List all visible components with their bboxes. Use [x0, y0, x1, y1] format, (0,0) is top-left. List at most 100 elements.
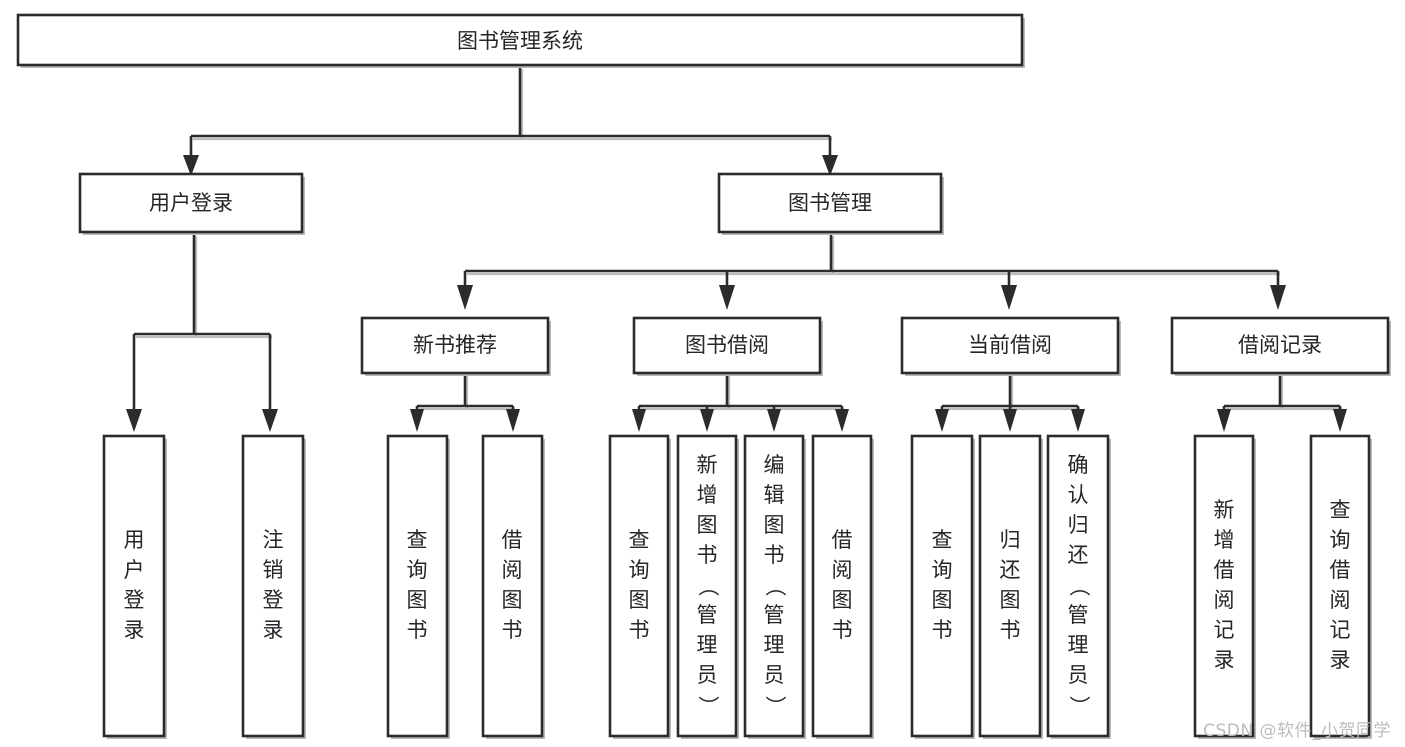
svg-text:录: 录 — [1214, 648, 1235, 672]
svg-text:图: 图 — [407, 588, 428, 612]
svg-text:图: 图 — [932, 588, 953, 612]
svg-text:借: 借 — [832, 528, 853, 552]
node-root[interactable]: 图书管理系统 — [16, 13, 1025, 68]
svg-text:书: 书 — [932, 618, 953, 642]
svg-text:登: 登 — [124, 588, 145, 612]
svg-text:（: （ — [1067, 576, 1091, 597]
svg-text:辑: 辑 — [764, 483, 785, 507]
svg-text:询: 询 — [629, 558, 650, 582]
svg-text:认: 认 — [1068, 483, 1089, 507]
svg-text:新: 新 — [697, 453, 718, 477]
connector-new-book-rec-to-leaves — [410, 373, 520, 432]
svg-text:书: 书 — [502, 618, 523, 642]
svg-text:增: 增 — [1214, 528, 1235, 552]
svg-text:还: 还 — [1068, 543, 1089, 567]
svg-text:阅: 阅 — [1330, 588, 1351, 612]
svg-text:登: 登 — [263, 588, 284, 612]
svg-text:阅: 阅 — [832, 558, 853, 582]
svg-text:查: 查 — [629, 528, 650, 552]
svg-text:确: 确 — [1068, 453, 1089, 477]
svg-text:图: 图 — [1000, 588, 1021, 612]
svg-text:书: 书 — [764, 543, 785, 567]
node-borrow-record-label: 借阅记录 — [1238, 333, 1322, 357]
node-user-login-label: 用户登录 — [149, 191, 233, 215]
connector-book-manage-to-level3 — [457, 233, 1286, 310]
svg-text:录: 录 — [124, 618, 145, 642]
svg-text:录: 录 — [263, 618, 284, 642]
leaf-user-login[interactable]: 用户登录 — [102, 434, 167, 739]
connector-book-borrow-to-leaves — [632, 373, 849, 432]
svg-text:增: 增 — [697, 483, 718, 507]
svg-text:管: 管 — [764, 603, 785, 627]
svg-text:记: 记 — [1214, 618, 1235, 642]
svg-text:借: 借 — [502, 528, 523, 552]
svg-text:书: 书 — [697, 543, 718, 567]
svg-text:书: 书 — [629, 618, 650, 642]
svg-text:新: 新 — [1214, 498, 1235, 522]
svg-text:（: （ — [696, 576, 720, 597]
leaf-user-login-label: 用户登录 — [124, 528, 145, 642]
node-new-book-rec[interactable]: 新书推荐 — [360, 316, 551, 376]
svg-text:）: ） — [763, 696, 787, 717]
svg-text:借: 借 — [1214, 558, 1235, 582]
svg-text:查: 查 — [932, 528, 953, 552]
svg-text:编: 编 — [764, 453, 785, 477]
svg-text:询: 询 — [1330, 528, 1351, 552]
svg-text:）: ） — [696, 696, 720, 717]
node-borrow-record[interactable]: 借阅记录 — [1170, 316, 1391, 376]
node-new-book-rec-label: 新书推荐 — [413, 333, 497, 357]
svg-text:询: 询 — [932, 558, 953, 582]
svg-text:书: 书 — [832, 618, 853, 642]
svg-text:理: 理 — [764, 633, 785, 657]
svg-text:记: 记 — [1330, 618, 1351, 642]
svg-text:还: 还 — [1000, 558, 1021, 582]
svg-text:图: 图 — [832, 588, 853, 612]
connectors-layer — [126, 66, 1347, 432]
svg-text:查: 查 — [1330, 498, 1351, 522]
connector-user-login-to-leaves — [126, 233, 278, 432]
svg-text:查: 查 — [407, 528, 428, 552]
svg-text:户: 户 — [124, 558, 145, 582]
svg-text:员: 员 — [764, 663, 785, 687]
node-current-borrow-label: 当前借阅 — [968, 333, 1052, 357]
svg-text:借: 借 — [1330, 558, 1351, 582]
node-book-manage-label: 图书管理 — [788, 191, 872, 215]
svg-text:管: 管 — [697, 603, 718, 627]
node-current-borrow[interactable]: 当前借阅 — [900, 316, 1121, 376]
svg-text:）: ） — [1067, 696, 1091, 717]
svg-text:书: 书 — [1000, 618, 1021, 642]
svg-text:销: 销 — [263, 558, 284, 582]
svg-text:阅: 阅 — [502, 558, 523, 582]
svg-text:理: 理 — [697, 633, 718, 657]
svg-text:询: 询 — [407, 558, 428, 582]
node-book-borrow[interactable]: 图书借阅 — [632, 316, 823, 376]
node-user-login[interactable]: 用户登录 — [78, 172, 305, 235]
svg-text:注: 注 — [263, 528, 284, 552]
svg-text:图: 图 — [697, 513, 718, 537]
node-book-manage[interactable]: 图书管理 — [717, 172, 944, 235]
svg-text:管: 管 — [1068, 603, 1089, 627]
